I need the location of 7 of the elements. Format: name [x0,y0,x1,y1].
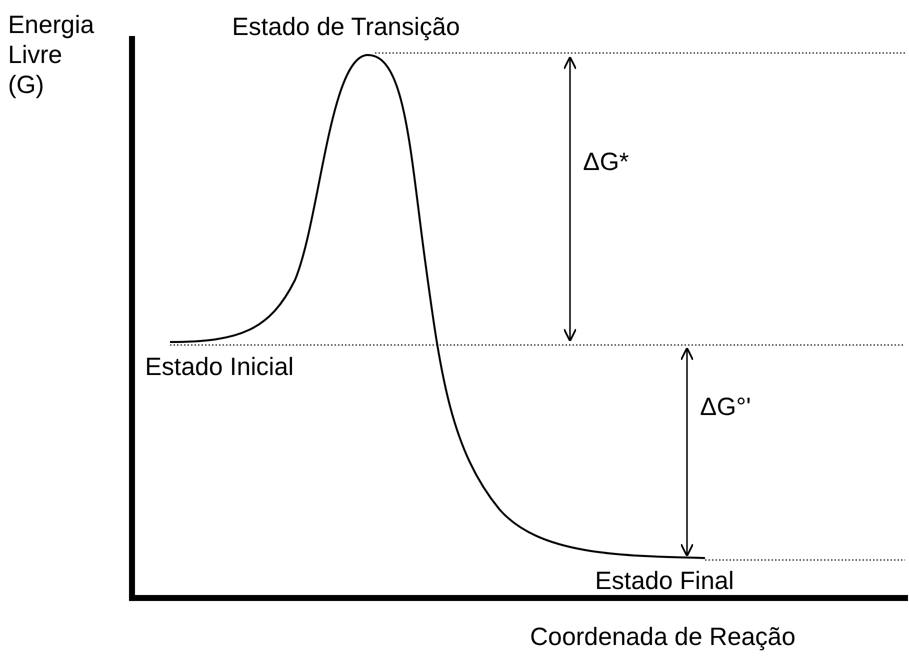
energy-difference-label: ΔG°' [700,392,751,422]
axis-label: Energia Livre (G) [8,10,94,100]
energy-difference-label: ΔG* [583,147,629,177]
axis-label: Coordenada de Reação [530,622,796,652]
state-label: Estado Final [595,566,734,596]
state-label: Estado de Transição [232,12,460,42]
state-label: Estado Inicial [145,352,294,382]
